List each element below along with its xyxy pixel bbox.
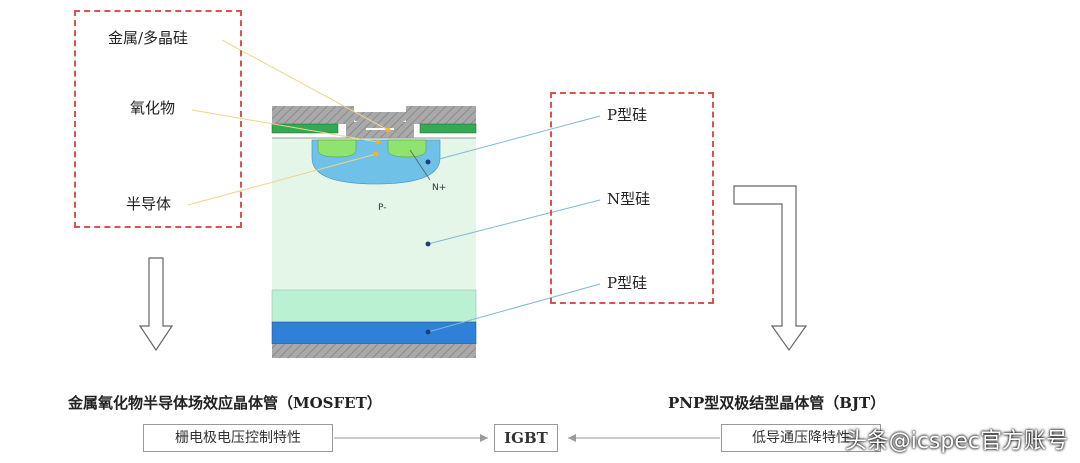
tag-gate-voltage-control: 栅电极电压控制特性: [143, 424, 333, 452]
tag-igbt: IGBT: [494, 424, 558, 452]
leader-oxide: [191, 109, 379, 143]
down-arrow-left: [138, 257, 174, 352]
top-metal: [272, 106, 476, 138]
label-oxide: 氧化物: [130, 99, 176, 117]
p-collector-layer: [271, 321, 477, 345]
oxide-left: [271, 123, 339, 134]
watermark-text: 头条@icspec官方账号: [844, 429, 1068, 454]
tag-low-conduction-drop: 低导通压降特性: [721, 424, 881, 452]
label-metal-poly: 金属/多晶硅: [108, 29, 189, 47]
leader-semi: [187, 153, 377, 206]
right-dashed-box: [550, 92, 714, 304]
oxide-right: [419, 123, 477, 134]
n-plus-right: [387, 139, 427, 158]
leader-n: [427, 199, 601, 245]
bent-arrow-right: [733, 185, 808, 352]
label-p-si-bottom: P型硅: [607, 274, 648, 292]
leader-p-top: [427, 115, 601, 163]
bottom-metal: [272, 344, 476, 358]
caption-bjt: PNP型双极结型晶体管（BJT）: [668, 394, 886, 412]
label-semiconductor: 半导体: [126, 195, 172, 213]
label-n-plus: N+: [432, 183, 447, 193]
buffer-layer: [271, 289, 477, 323]
left-dashed-box: [74, 10, 242, 228]
n-plus-left: [317, 139, 357, 158]
label-n-si: N型硅: [607, 190, 651, 208]
leader-metal: [221, 39, 389, 131]
label-p-minus: P-: [378, 203, 387, 213]
label-p-si-top: P型硅: [607, 106, 648, 124]
leader-p-bottom: [427, 283, 601, 333]
caption-mosfet: 金属氧化物半导体场效应晶体管（MOSFET）: [68, 394, 382, 412]
